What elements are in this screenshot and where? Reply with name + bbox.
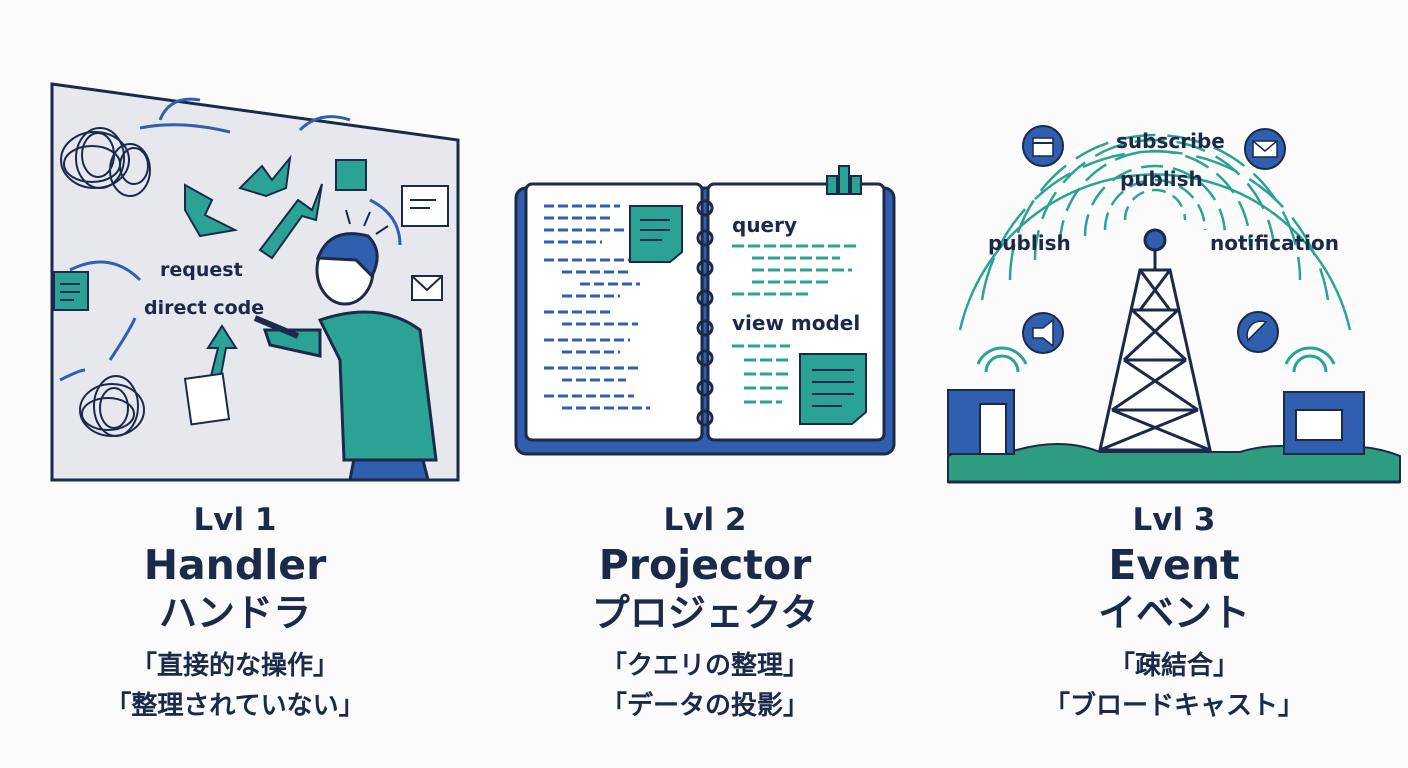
- right-page-view-lines: [732, 344, 792, 404]
- label-request: request: [160, 259, 243, 281]
- pattern-name: Handler: [143, 541, 327, 589]
- level-label: Lvl 2: [663, 502, 747, 538]
- handler-illustration: request direct code: [50, 82, 460, 482]
- pattern-name-kana: プロジェクタ: [591, 591, 819, 635]
- pattern-name: Event: [1108, 541, 1240, 589]
- left-page-note: [629, 205, 683, 263]
- event-caption: Lvl 3 Event イベント 「疎結合」 「ブロードキャスト」: [940, 500, 1408, 726]
- satellite-icon: [1237, 311, 1279, 353]
- panel-handler: request direct code Lvl 1 Handler ハンドラ 「…: [0, 0, 470, 768]
- left-page-code-lines: [544, 204, 650, 410]
- pattern-description-1: 「クエリの整理」: [600, 651, 809, 681]
- stress-lines: [345, 209, 389, 235]
- label-query: query: [732, 213, 797, 237]
- developer-figure: [253, 232, 438, 482]
- panel-event: subscribe publish publish notification L…: [940, 0, 1408, 768]
- pattern-description-2: 「整理されていない」: [105, 691, 365, 721]
- scribble-top-left: [60, 127, 130, 189]
- projector-caption: Lvl 2 Projector プロジェクタ 「クエリの整理」 「データの投影」: [470, 500, 940, 726]
- calendar-icon: [1022, 125, 1064, 167]
- broadcast-rings: [958, 133, 1352, 331]
- label-publish-left: publish: [988, 231, 1071, 255]
- label-notification: notification: [1210, 231, 1339, 255]
- panel-projector: query view model Lvl 2 Projector プロジェクタ …: [470, 0, 940, 768]
- sticky-note-paper: [183, 372, 231, 426]
- event-illustration: subscribe publish publish notification: [947, 125, 1401, 484]
- right-page-query-lines: [732, 244, 860, 296]
- label-view-model: view model: [732, 311, 860, 335]
- megaphone-icon: [1022, 312, 1064, 354]
- pattern-name-kana: ハンドラ: [158, 591, 311, 635]
- projector-illustration: query view model: [514, 165, 896, 456]
- level-label: Lvl 1: [193, 502, 277, 538]
- pattern-description-2: 「ブロードキャスト」: [1043, 691, 1304, 721]
- pattern-name-kana: イベント: [1097, 591, 1250, 635]
- level-label: Lvl 3: [1132, 502, 1216, 538]
- pattern-description-1: 「直接的な操作」: [130, 651, 339, 681]
- messy-arrows: [59, 97, 402, 382]
- right-page-note: [799, 353, 867, 425]
- wifi-left-icon: [976, 346, 1028, 373]
- label-direct-code: direct code: [144, 297, 264, 319]
- sticky-note-doc: [401, 185, 449, 227]
- broadcast-tower: [1098, 228, 1212, 452]
- pattern-name: Projector: [598, 541, 812, 589]
- notebook-spiral: [696, 199, 714, 427]
- handler-caption: Lvl 1 Handler ハンドラ 「直接的な操作」 「整理されていない」: [0, 500, 470, 726]
- label-subscribe: subscribe: [1116, 129, 1225, 153]
- wifi-right-icon: [1284, 346, 1336, 373]
- label-publish-top: publish: [1120, 167, 1203, 191]
- bookmark-tabs: [826, 165, 862, 195]
- sticky-note-image: [335, 159, 367, 191]
- pattern-description-1: 「疎結合」: [1108, 651, 1239, 681]
- scribble-bottom-left: [79, 375, 145, 437]
- scribble-center: [109, 143, 151, 197]
- mail-icon: [1244, 128, 1286, 170]
- pattern-description-2: 「データの投影」: [600, 691, 809, 721]
